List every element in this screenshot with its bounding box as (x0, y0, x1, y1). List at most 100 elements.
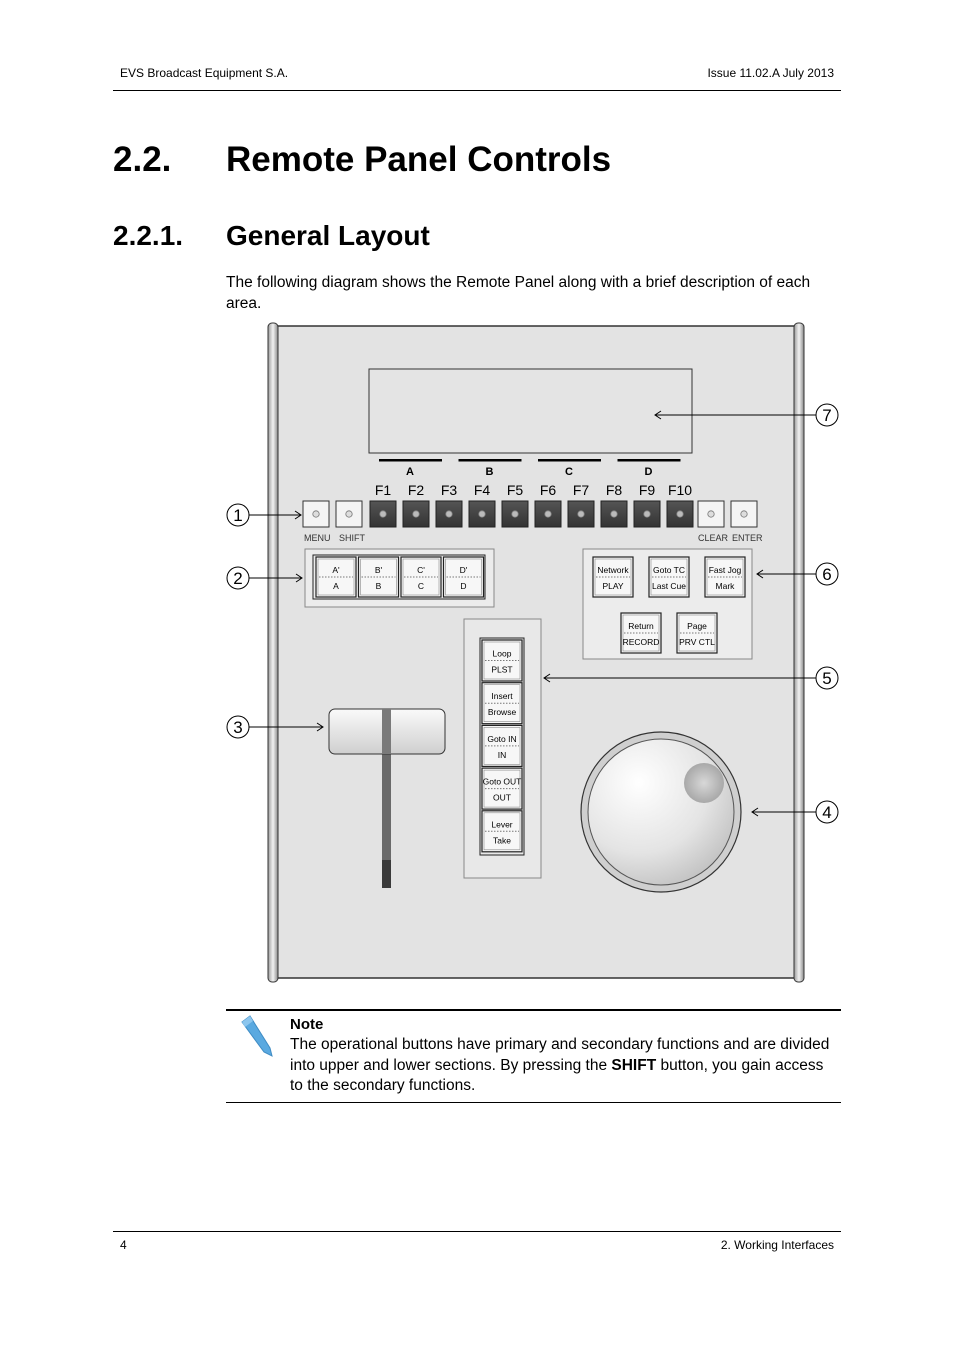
f-key-label-5: F5 (507, 482, 524, 498)
fader-lever-center (382, 709, 391, 754)
fader-track-upper (382, 710, 391, 860)
subsection-number: 2.2.1. (113, 220, 184, 251)
mode-key-r2-1-upper-label: Return (628, 621, 654, 631)
callout-number-4: 4 (822, 803, 831, 822)
section-number: 2.2. (113, 140, 172, 179)
mode-key-r1-3-inner (706, 558, 744, 596)
column-key-4-upper-label: Goto OUT (483, 777, 522, 787)
shift-key-led (345, 510, 353, 518)
column-key-5-upper-label: Lever (491, 819, 512, 829)
bank-bar-D (617, 459, 681, 462)
cam-key-frame (312, 554, 486, 600)
mode-key-r1-1-lower-label: PLAY (602, 581, 623, 591)
column-key-3-inner (483, 727, 521, 765)
f-key-label-2: F2 (408, 482, 425, 498)
cam-key-2-upper-label: B' (375, 565, 383, 575)
callout-arrow-5 (543, 673, 551, 683)
panel-left-rail (267, 322, 279, 983)
mode-key-r1-2-upper-label: Goto TC (653, 565, 685, 575)
callout-arrow-7 (654, 410, 662, 420)
cam-key-3-lower-label: C (418, 581, 424, 591)
cam-key-1-inner (317, 558, 355, 596)
f-key-6-led (544, 510, 552, 518)
f-key-7-led (577, 510, 585, 518)
callout-arrow-4 (751, 807, 759, 817)
clear-key-label: CLEAR (698, 533, 729, 543)
column-key-1-inner (483, 641, 521, 680)
subsection-title: General Layout (226, 220, 430, 251)
bank-label-A: A (406, 466, 414, 478)
f-key-9-led (643, 510, 651, 518)
f-key-label-7: F7 (573, 482, 590, 498)
f-key-4-led (478, 510, 486, 518)
column-key-2-inner (483, 684, 521, 723)
mode-key-r1-1-inner (594, 558, 632, 596)
callout-arrow-6 (756, 569, 764, 579)
f-key-label-6: F6 (540, 482, 557, 498)
f-key-label-1: F1 (375, 482, 392, 498)
column-key-5-lower-label: Take (493, 835, 511, 845)
mode-key-r2-2-lower-label: PRV CTL (679, 637, 715, 647)
mode-key-r1-3-lower-label: Mark (716, 581, 736, 591)
header-right: Issue 11.02.A July 2013 (707, 66, 834, 80)
f-key-1-led (379, 510, 387, 518)
bank-bar-A (379, 459, 442, 462)
callout-number-7: 7 (822, 406, 831, 425)
mode-key-r1-2-lower-label: Last Cue (652, 581, 686, 591)
cam-key-3-upper-label: C' (417, 565, 425, 575)
f-key-8-led (610, 510, 618, 518)
cam-key-2-inner (360, 558, 397, 596)
cam-key-2-lower-label: B (376, 581, 382, 591)
mode-key-r1-2-inner (650, 558, 688, 596)
f-key-5-led (511, 510, 519, 518)
jog-dial-finger-dimple (684, 763, 724, 803)
f-key-label-8: F8 (606, 482, 623, 498)
bank-label-D: D (645, 466, 653, 478)
cam-key-1-upper-label: A' (332, 565, 340, 575)
bank-bar-B (458, 459, 522, 462)
lcd-screen (368, 368, 693, 454)
column-key-frame (479, 637, 525, 856)
menu-key-led (312, 510, 320, 518)
callout-number-3: 3 (233, 718, 242, 737)
enter-key-label: ENTER (732, 533, 763, 543)
mode-key-r2-2-upper-label: Page (687, 621, 707, 631)
f-key-label-3: F3 (441, 482, 458, 498)
enter-key[interactable] (730, 500, 758, 528)
callout-arrow-2 (295, 573, 303, 583)
column-key-3-upper-label: Goto IN (487, 734, 516, 744)
f-key-label-9: F9 (639, 482, 656, 498)
shift-key[interactable] (335, 500, 363, 528)
note-text-bold: SHIFT (611, 1056, 657, 1074)
footer-right: 2. Working Interfaces (720, 1238, 834, 1252)
bank-label-B: B (486, 466, 494, 478)
f-key-label-4: F4 (474, 482, 491, 498)
note-text: The operational buttons have primary and… (290, 1035, 835, 1097)
note-text-after: button, you gain access to the secondary… (290, 1056, 824, 1095)
note-text-before: The operational buttons have primary and… (290, 1036, 830, 1074)
jog-dial[interactable] (587, 738, 735, 886)
mode-key-r2-1-inner (622, 614, 660, 652)
bank-label-C: C (565, 466, 573, 478)
f-key-10-led (676, 510, 684, 518)
page-number: 4 (120, 1238, 127, 1252)
column-key-2-lower-label: Browse (488, 707, 517, 717)
clear-key-led (707, 510, 715, 518)
note-bottom-rule (226, 1102, 841, 1103)
column-key-5-inner (483, 812, 521, 851)
cam-key-1-lower-label: A (333, 581, 339, 591)
column-key-2-upper-label: Insert (491, 691, 513, 701)
pencil-icon (241, 1015, 273, 1057)
column-key-4-lower-label: OUT (493, 793, 511, 803)
callout-number-1: 1 (233, 506, 242, 525)
mode-key-r1-3-upper-label: Fast Jog (709, 565, 742, 575)
mode-key-r1-1-upper-label: Network (597, 565, 629, 575)
bank-bar-C (538, 459, 601, 462)
cam-key-4-lower-label: D (460, 581, 466, 591)
mode-key-r2-2-inner (678, 614, 716, 652)
cam-key-4-inner (445, 558, 482, 596)
cam-key-4-upper-label: D' (460, 565, 468, 575)
column-key-1-lower-label: PLST (491, 665, 512, 675)
f-key-2-led (412, 510, 420, 518)
